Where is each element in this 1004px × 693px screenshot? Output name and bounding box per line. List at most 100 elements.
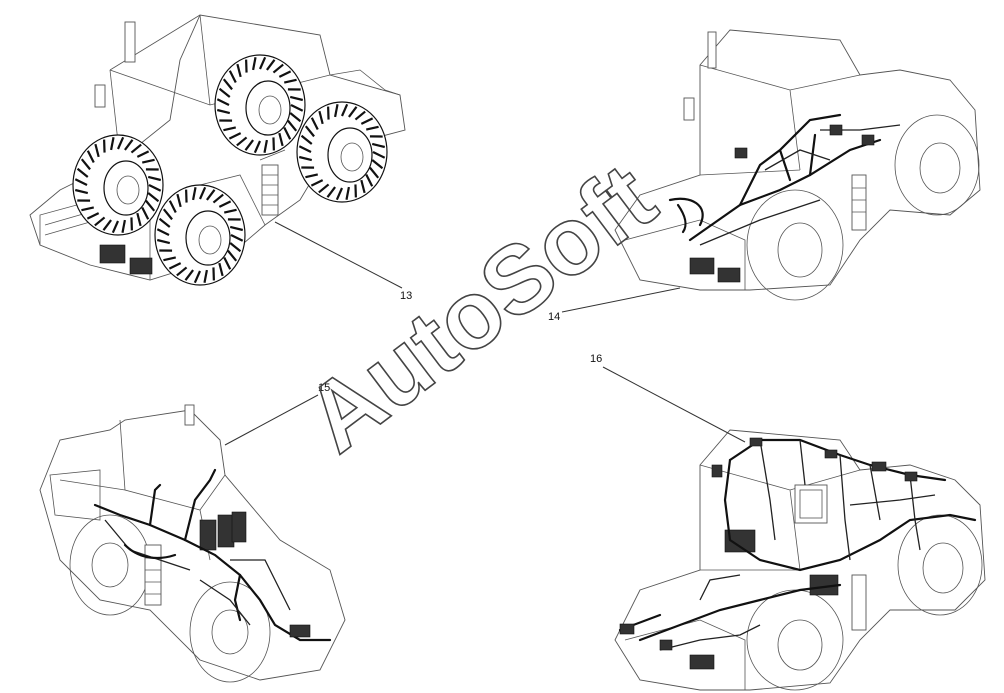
tire-rear-right xyxy=(296,101,388,203)
tire-tread-lug xyxy=(218,87,231,98)
tire-tread-lug xyxy=(272,63,284,74)
tire-tread-lug xyxy=(74,178,88,186)
tire-tread-lug xyxy=(218,262,224,277)
tire-tread-lug xyxy=(283,126,292,140)
tire-tread-lug xyxy=(263,139,268,153)
tire-tread-lug xyxy=(310,117,319,131)
tire-tread-lug xyxy=(76,167,89,178)
tire-tread-lug xyxy=(86,212,100,220)
tire-tread-lug xyxy=(192,187,197,201)
tire-tread-lug xyxy=(147,175,162,182)
view-15-harness: 15 xyxy=(39,382,346,683)
tire-tread-lug xyxy=(278,132,284,147)
tire-tread-lug xyxy=(206,189,216,201)
tire-tread-lug xyxy=(141,206,150,220)
tire-tread-lug xyxy=(345,186,350,200)
tire-tread-lug xyxy=(168,200,177,214)
tire-tread-lug xyxy=(258,56,267,70)
leader-line-15 xyxy=(224,394,319,446)
tire-tread-lug xyxy=(253,140,262,154)
tire-tread-lug xyxy=(354,110,366,121)
tire-tread-lug xyxy=(360,179,366,194)
tire-tread-lug xyxy=(298,155,313,162)
tire-tread-lug xyxy=(223,256,232,270)
tire-tread-lug xyxy=(80,158,91,171)
tire-tread-lug xyxy=(110,137,115,151)
tire-tread-lug xyxy=(300,134,313,145)
tire-tread-lug xyxy=(94,216,106,227)
callout-15: 15 xyxy=(318,382,330,394)
tire-tread-lug xyxy=(278,70,292,78)
tire-tread-lug xyxy=(223,126,237,132)
tire-tread-lug xyxy=(229,225,244,232)
tire-tread-lug xyxy=(318,110,324,125)
tire-tread-lug xyxy=(121,219,126,233)
tire-tread-lug xyxy=(124,139,134,151)
tire-front-left xyxy=(72,134,164,236)
tire-rear-left xyxy=(214,54,306,156)
tire-tread-lug xyxy=(304,125,315,138)
tire-tread-lug xyxy=(116,136,125,150)
tire-tread-lug xyxy=(228,70,237,84)
tire-tread-lug xyxy=(371,159,384,170)
tire-tread-lug xyxy=(335,187,344,201)
tire-tread-lug xyxy=(212,193,224,204)
tire-front-right xyxy=(154,184,246,286)
tire-tread-lug xyxy=(223,208,237,214)
tire-tread-lug xyxy=(74,188,89,195)
tire-tread-lug xyxy=(365,173,374,187)
tire-tread-lug xyxy=(371,142,386,149)
tire-tread-lug xyxy=(163,256,177,262)
tire-tread-lug xyxy=(236,63,242,78)
tire-tread-lug xyxy=(305,173,319,179)
tire-tread-lug xyxy=(218,200,232,208)
leader-line-16 xyxy=(602,366,746,443)
leader-line-13 xyxy=(274,221,403,289)
tire-tread-lug xyxy=(289,112,302,123)
tire-tread-lug xyxy=(94,143,100,158)
tire-tread-lug xyxy=(102,219,112,231)
tire-tread-lug xyxy=(348,106,358,118)
tire-tread-lug xyxy=(310,179,324,187)
tire-tread-lug xyxy=(176,266,188,277)
tire-tread-lug xyxy=(216,108,231,115)
tire-tread-lug xyxy=(130,143,142,154)
tire-tread-lug xyxy=(360,117,374,125)
tire-tread-lug xyxy=(193,270,202,284)
tire-tread-lug xyxy=(230,234,244,242)
tire-tread-lug xyxy=(136,212,142,227)
view-14-harness: 14 xyxy=(548,29,981,323)
tire-tread-lug xyxy=(369,166,380,179)
tire-tread-lug xyxy=(222,78,233,91)
tire-tread-lug xyxy=(216,98,230,106)
tire-tread-lug xyxy=(228,132,242,140)
tire-tread-lug xyxy=(145,199,156,212)
tire-tread-lug xyxy=(334,104,339,118)
tire-tread-lug xyxy=(372,151,386,159)
tire-tread-lug xyxy=(141,158,155,164)
tire-tread-lug xyxy=(148,184,162,192)
callout-14: 14 xyxy=(548,311,560,323)
tire-tread-lug xyxy=(156,238,171,245)
tire-tread-lug xyxy=(184,269,194,281)
tire-tread-lug xyxy=(86,150,95,164)
leader-line-14 xyxy=(561,287,681,313)
tire-tread-lug xyxy=(236,136,248,147)
tire-tread-lug xyxy=(298,145,312,153)
tire-tread-lug xyxy=(289,95,304,102)
view-13-wheels: 13 xyxy=(29,14,412,302)
tire-tread-lug xyxy=(81,206,95,212)
tire-tread-lug xyxy=(176,193,182,208)
view-16-harness: 16 xyxy=(590,353,986,691)
tire-tread-lug xyxy=(290,104,304,112)
tire-tread-lug xyxy=(147,192,160,203)
tire-tread-lug xyxy=(244,139,254,151)
tire-tread-lug xyxy=(340,103,349,117)
tire-tread-lug xyxy=(158,217,171,228)
tire-tread-lug xyxy=(156,228,170,236)
tire-tread-lug xyxy=(111,220,120,234)
tire-tread-lug xyxy=(162,208,173,221)
tire-tread-lug xyxy=(227,249,238,262)
tire-tread-lug xyxy=(136,150,150,158)
